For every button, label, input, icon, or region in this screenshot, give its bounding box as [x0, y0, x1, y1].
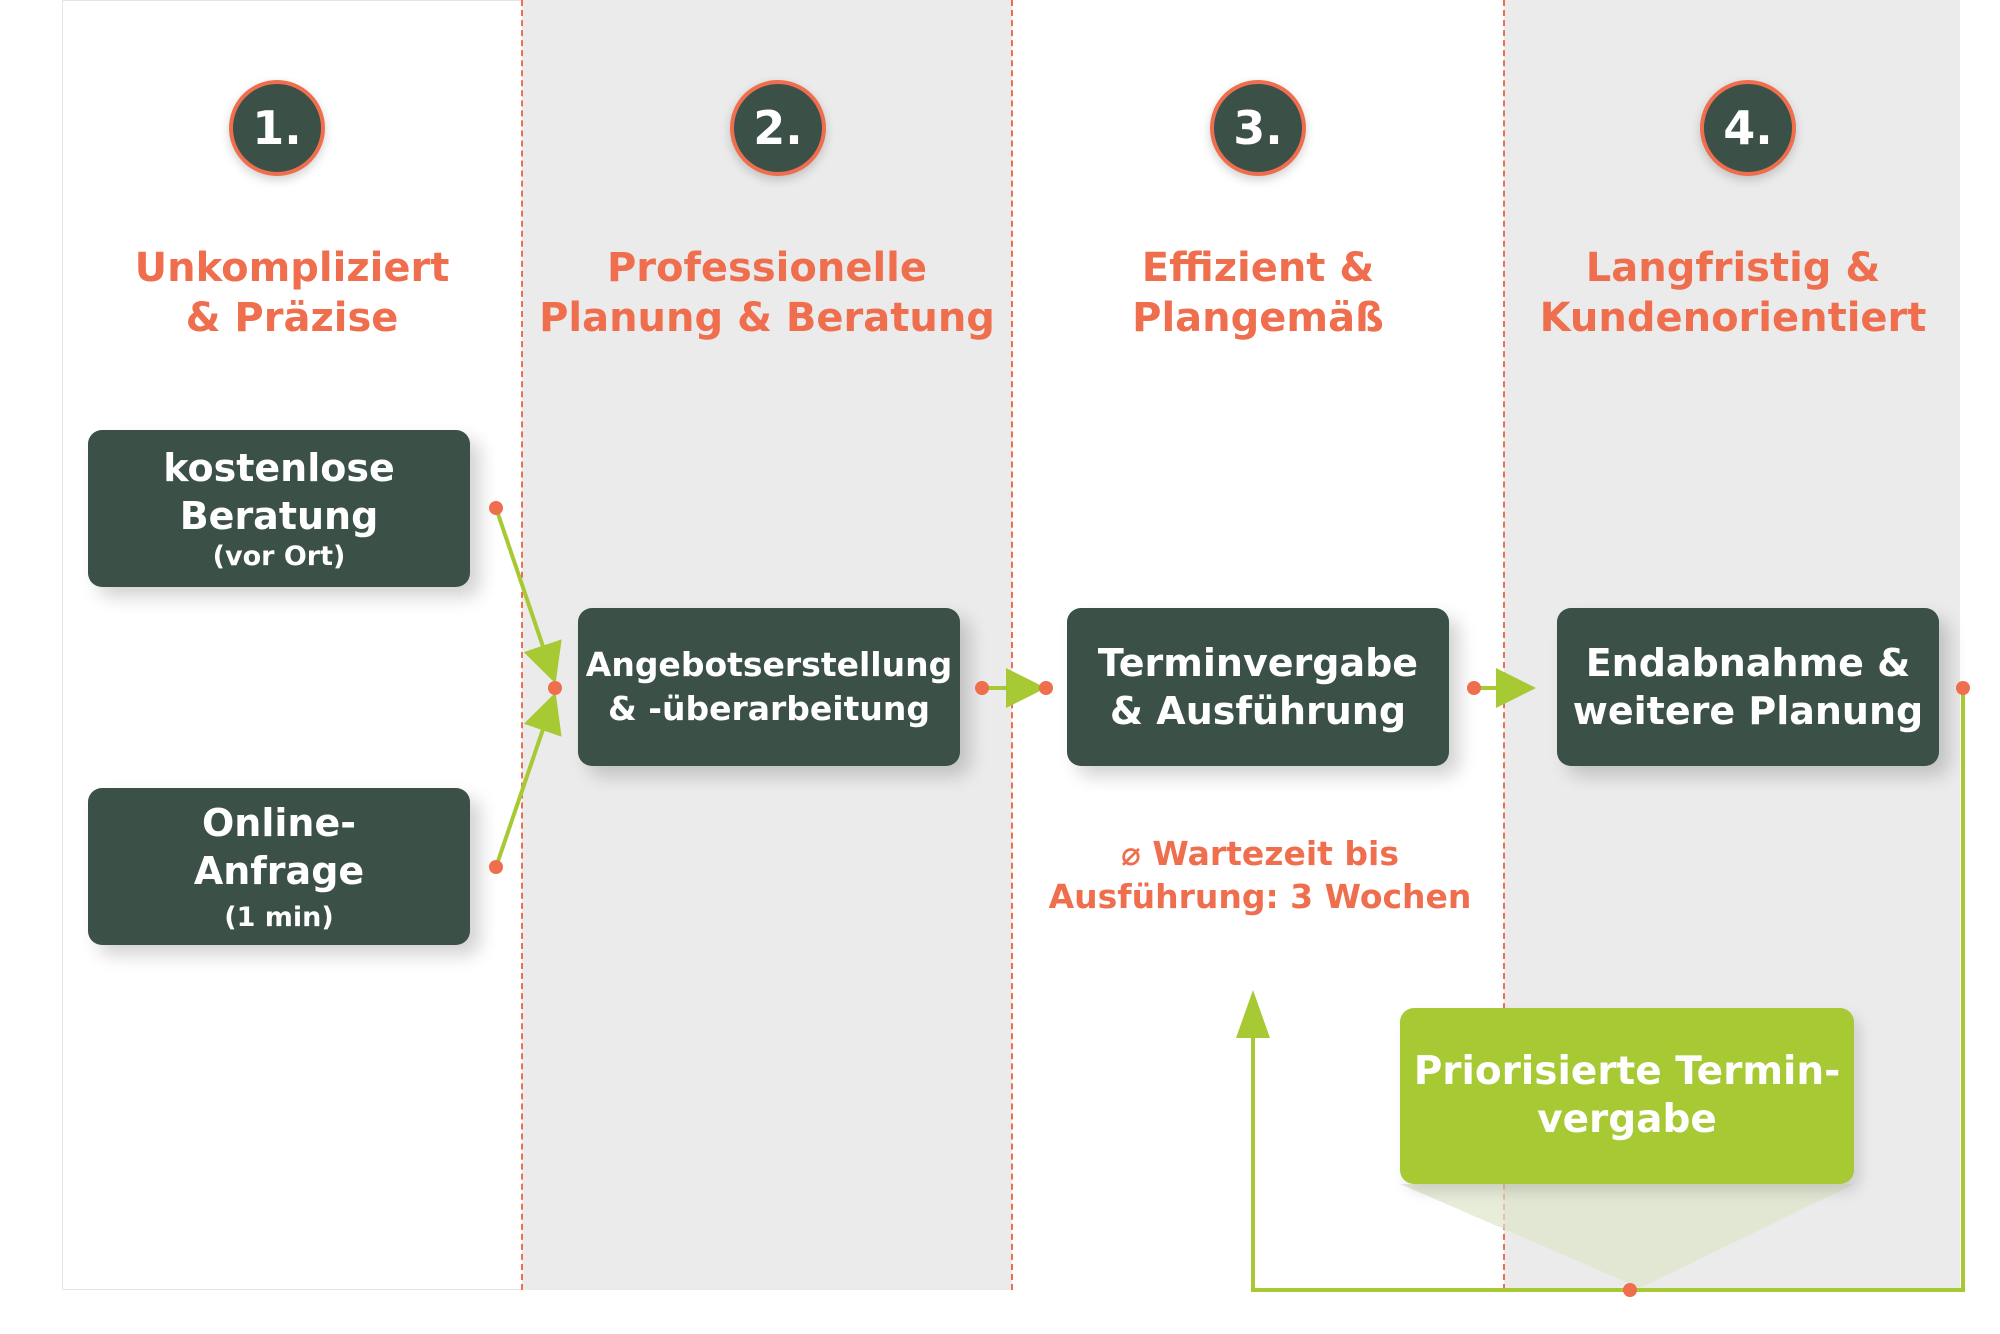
box-priorisierte-terminvergabe: Priorisierte Termin- vergabe	[1400, 1008, 1854, 1184]
connector-dot	[1467, 681, 1481, 695]
connector-dot	[1039, 681, 1053, 695]
step-number-3: 3.	[1210, 80, 1306, 176]
step-number-4: 4.	[1700, 80, 1796, 176]
connector-dot	[548, 681, 562, 695]
connector-dot	[1956, 681, 1970, 695]
step-number-2: 2.	[730, 80, 826, 176]
column-step-1	[62, 0, 522, 1290]
connector-dot	[489, 501, 503, 515]
feedback-loop-arrowhead	[1236, 990, 1270, 1038]
box-kostenlose-beratung: kostenlose Beratung (vor Ort)	[88, 430, 470, 587]
box-title: Angebotserstellung & -überarbeitung	[585, 645, 953, 728]
step-number-1: 1.	[229, 80, 325, 176]
box-subtitle: (1 min)	[224, 901, 334, 933]
column-divider	[1503, 0, 1505, 1290]
step-heading-2: Professionelle Planung & Beratung	[539, 245, 995, 341]
connector-dot	[1623, 1283, 1637, 1297]
box-title: Endabnahme & weitere Planung	[1572, 641, 1924, 733]
feedback-loop-line	[1251, 688, 1965, 1292]
step-heading-4: Langfristig & Kundenorientiert	[1539, 245, 1927, 341]
box-title: Online- Anfrage	[193, 800, 365, 893]
column-divider	[521, 0, 523, 1290]
box-angebotserstellung: Angebotserstellung & -überarbeitung	[578, 608, 960, 766]
column-divider	[1011, 0, 1013, 1290]
step-heading-3: Effizient & Plangemäß	[1132, 245, 1384, 341]
step-heading-1: Unkompliziert & Präzise	[134, 245, 450, 341]
box-online-anfrage: Online- Anfrage (1 min)	[88, 788, 470, 945]
prio-shadow-funnel	[1400, 1184, 1854, 1288]
connector-dot	[489, 860, 503, 874]
box-terminvergabe: Terminvergabe & Ausführung	[1067, 608, 1449, 766]
box-endabnahme: Endabnahme & weitere Planung	[1557, 608, 1939, 766]
box-title: Terminvergabe & Ausführung	[1097, 641, 1419, 733]
box-subtitle: (vor Ort)	[212, 540, 346, 572]
arrow-beratung-to-angebot	[494, 507, 562, 684]
wait-time-note: ⌀ Wartezeit bis Ausführung: 3 Wochen	[1048, 834, 1472, 916]
box-title: kostenlose Beratung	[163, 445, 395, 538]
arrow-anfrage-to-angebot	[494, 692, 562, 868]
connector-dot	[975, 681, 989, 695]
